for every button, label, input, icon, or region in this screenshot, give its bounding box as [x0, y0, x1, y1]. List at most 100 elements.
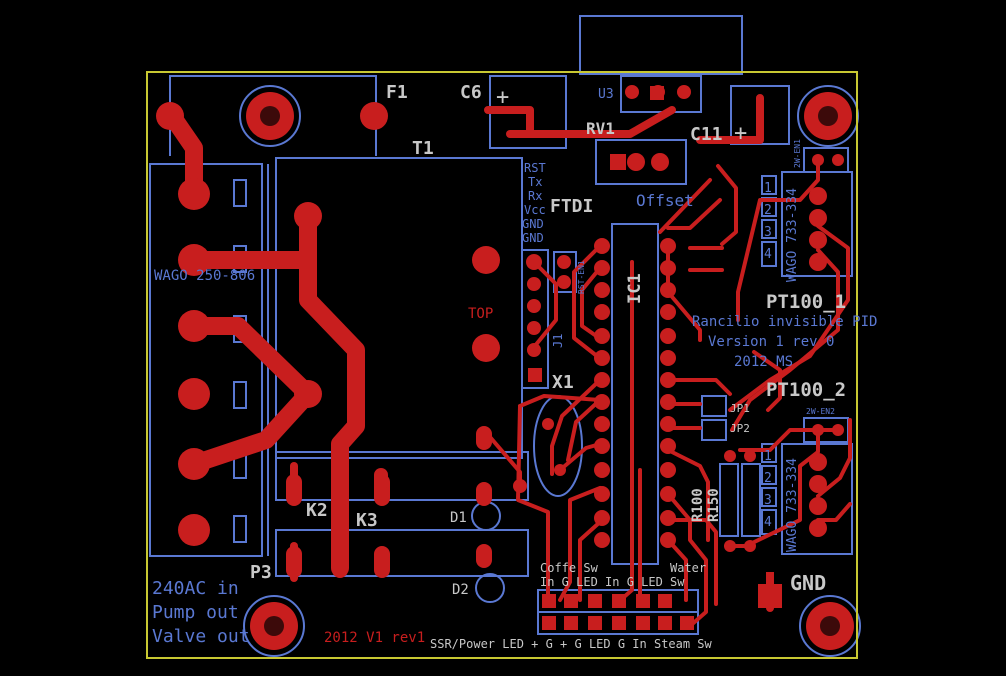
pin [594, 282, 610, 298]
trace [666, 492, 708, 628]
wago2-pin-1-box [761, 443, 777, 463]
mount-drill [820, 616, 840, 636]
pin [660, 282, 676, 298]
wago-806-label: WAGO 250-806 [154, 268, 255, 284]
trace [578, 520, 602, 602]
pads-small [513, 85, 844, 552]
pin [594, 350, 610, 366]
pad [612, 616, 626, 630]
pin [660, 350, 676, 366]
pad [476, 426, 492, 450]
title-line-1: Rancilio invisible PID [692, 314, 877, 330]
mount-hole-tl [239, 85, 301, 147]
c11-plus: + [734, 121, 747, 146]
ac-in-label: 240AC in [152, 578, 239, 599]
pin [594, 510, 610, 526]
pump-out-label: Pump out [152, 602, 239, 623]
pad [527, 321, 541, 335]
pad [809, 209, 827, 227]
slot [233, 515, 247, 543]
pad [610, 154, 626, 170]
wago2-pin-2-box [761, 465, 777, 485]
pin [660, 304, 676, 320]
trace [528, 260, 558, 354]
pad [809, 253, 827, 271]
wago2-pin-4: 4 [764, 515, 772, 530]
traces-thin [482, 158, 852, 628]
pin [594, 416, 610, 432]
pin [594, 462, 610, 478]
pin [660, 462, 676, 478]
pad [809, 519, 827, 537]
wago2-pin-2: 2 [764, 471, 772, 486]
k2-label: K2 [306, 500, 328, 521]
c6-plus: + [496, 85, 509, 110]
wago2-pin-1: 1 [764, 449, 772, 464]
offset-label: Offset [636, 191, 694, 210]
gnd-label: GND [790, 571, 826, 595]
pad [650, 86, 664, 100]
pad [178, 448, 210, 480]
relay-pads [286, 426, 782, 608]
pad [178, 310, 210, 342]
trace [516, 404, 550, 602]
trace [696, 94, 764, 144]
r150-outline [741, 463, 761, 537]
pad [542, 616, 556, 630]
en1-jumper [803, 147, 849, 173]
trace [666, 448, 710, 542]
pad [294, 202, 322, 230]
pad [636, 594, 650, 608]
ftdi-pin-rx: Rx [528, 189, 542, 203]
f1-label: F1 [386, 82, 408, 103]
pad [472, 334, 500, 362]
pad [527, 277, 541, 291]
pad [744, 450, 756, 462]
silk-text: U3 RV1 Offset FTDI RST Tx Rx Vcc GND GND… [152, 85, 877, 651]
u3-label: U3 [598, 87, 614, 102]
jp2-outline [701, 419, 727, 441]
wago2-pin-3: 3 [764, 493, 772, 508]
valve-out-label: Valve out [152, 626, 250, 647]
pad [588, 616, 602, 630]
water-sw-label: Water [670, 561, 706, 575]
pin [660, 416, 676, 432]
board-outline [146, 71, 858, 659]
pad [178, 514, 210, 546]
mount-drill [264, 616, 284, 636]
pad [513, 479, 527, 493]
connector-top-row: In G LED In G LED Sw [540, 575, 685, 589]
ftdi-label: FTDI [550, 196, 593, 217]
pad [627, 153, 645, 171]
x1-label: X1 [552, 372, 574, 393]
jp1-outline [701, 395, 727, 417]
pad [286, 474, 302, 506]
wago-733-label-2: WAGO 733-334 [785, 458, 800, 552]
mount-hole-bl [243, 595, 305, 657]
pad [677, 85, 691, 99]
pad [557, 255, 571, 269]
ftdi-header [521, 249, 549, 389]
pad [472, 246, 500, 274]
en2-label: 2W-EN2 [806, 407, 835, 416]
ic1-outline [611, 223, 659, 565]
pt100-1-label: PT100_1 [766, 291, 846, 313]
p3-label: P3 [250, 562, 272, 583]
trace [728, 224, 850, 412]
pad [178, 244, 210, 276]
wago2-pin-3-box [761, 487, 777, 507]
pad [286, 546, 302, 578]
title-line-2: Version 1 rev 0 [708, 334, 834, 350]
jp1-label: JP1 [730, 402, 750, 415]
pin [594, 486, 610, 502]
pad [332, 546, 348, 578]
pad [564, 616, 578, 630]
t1-label: T1 [412, 138, 434, 159]
top-label: TOP [468, 306, 493, 322]
trace [816, 418, 852, 498]
trace [666, 378, 732, 396]
pad [374, 468, 388, 490]
pin [594, 438, 610, 454]
pin [594, 532, 610, 548]
